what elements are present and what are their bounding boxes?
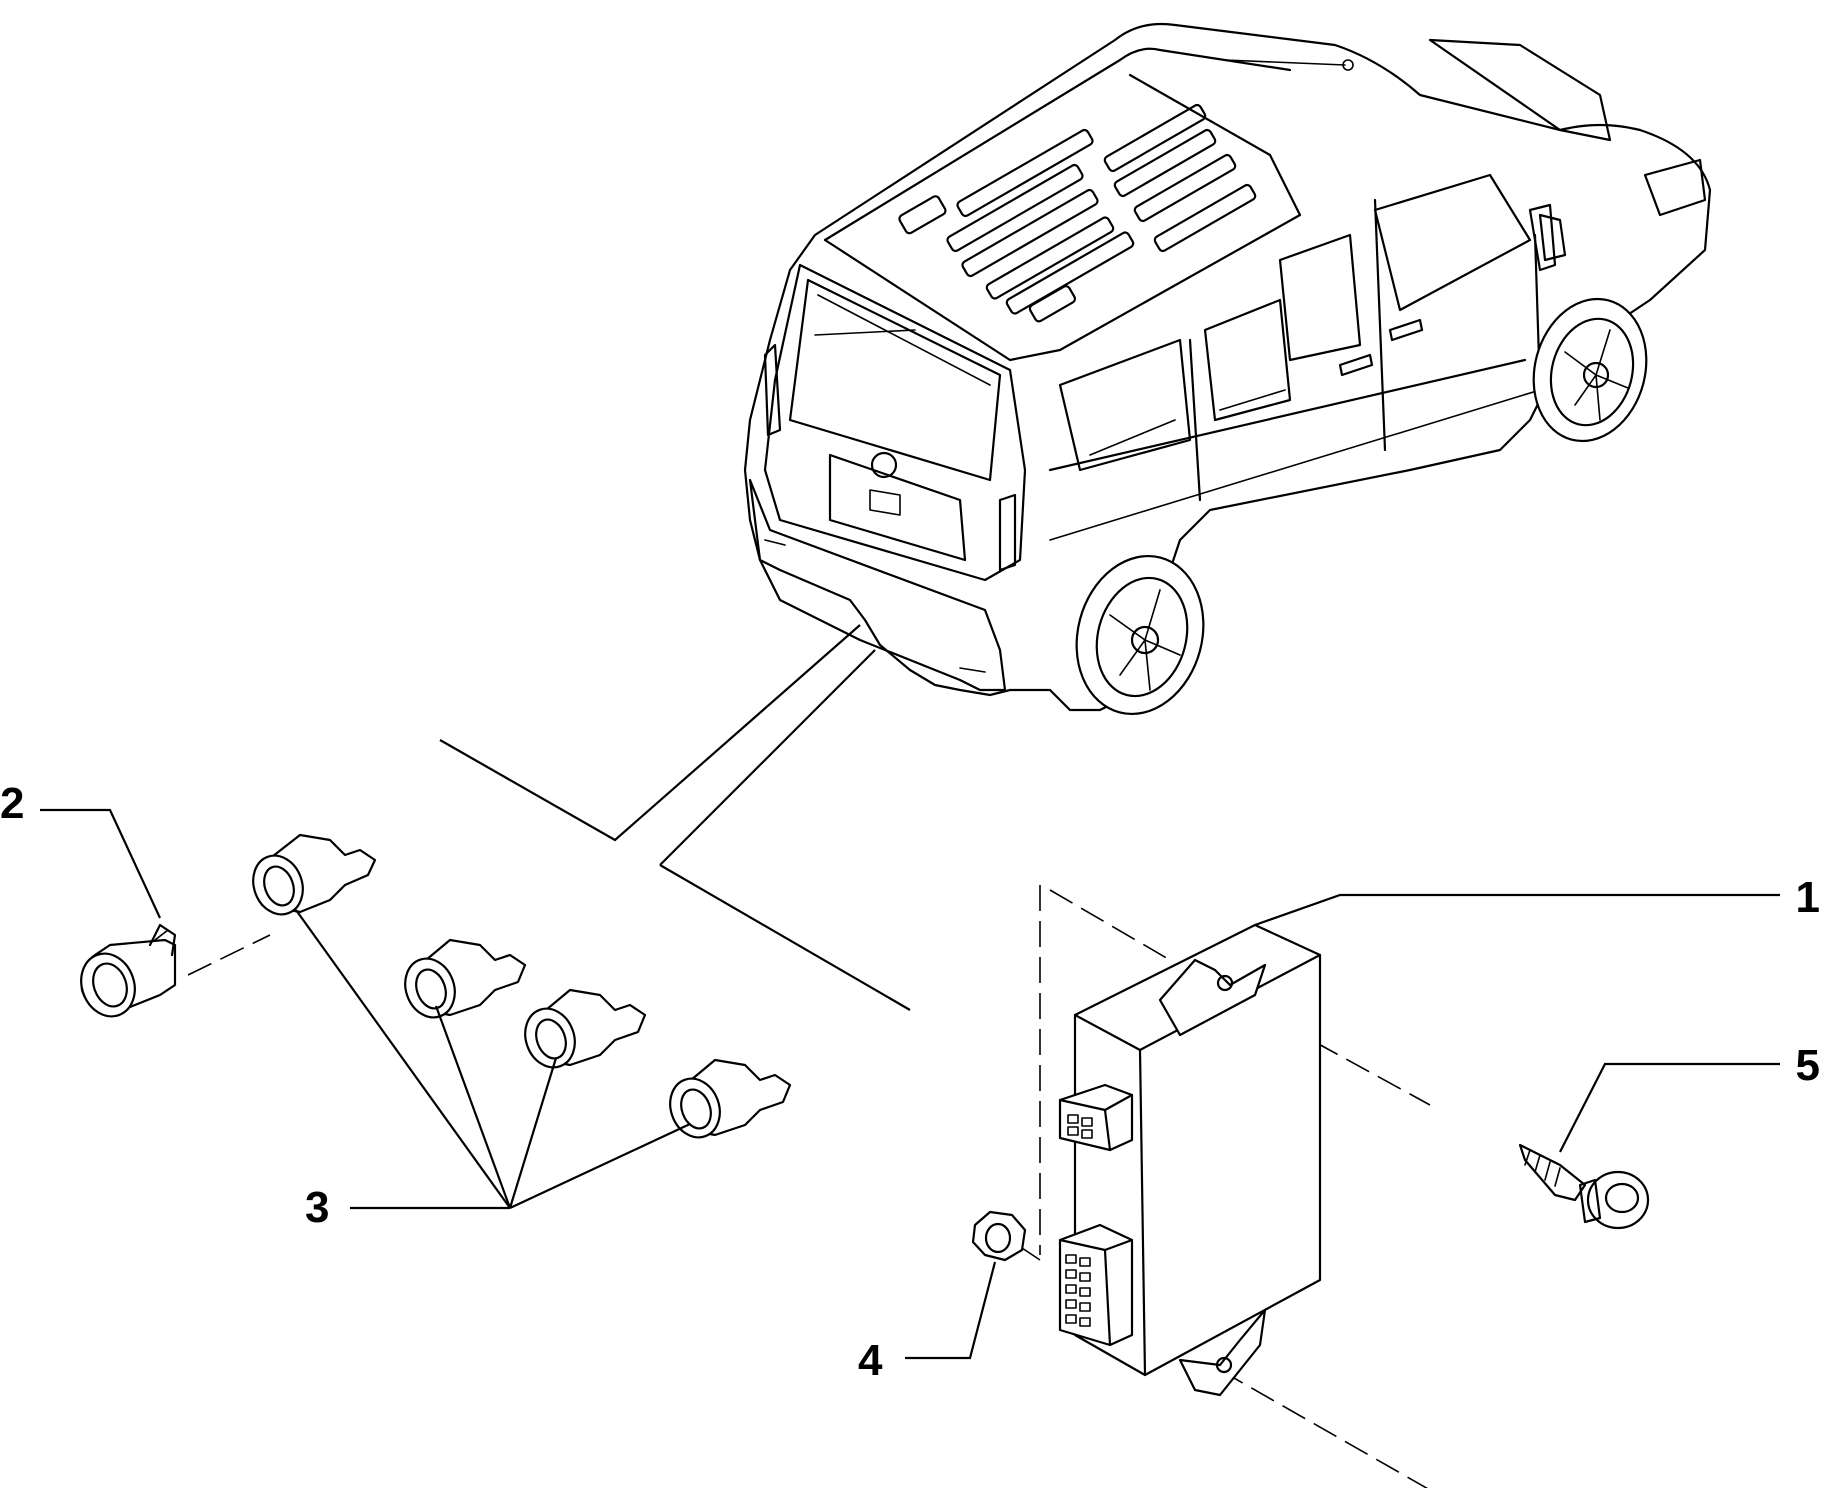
callout-4: 4: [858, 1336, 883, 1385]
callout-2: 2: [0, 779, 24, 828]
callout-3: 3: [305, 1183, 329, 1232]
van-icon: [743, 22, 1712, 716]
control-unit-icon: [1039, 885, 1431, 1488]
callout-leaders: [905, 893, 1780, 1360]
parking-sensor-icon: [252, 833, 792, 1139]
nut-icon: [971, 1210, 1041, 1262]
sensor-bracket-icon: [80, 923, 271, 1018]
callout-5: 5: [1796, 1041, 1820, 1090]
van-leader-lines: [439, 624, 911, 1011]
sensor-leader-lines: [40, 808, 691, 1210]
callout-1: 1: [1796, 873, 1820, 922]
screw-icon: [1518, 1143, 1650, 1230]
